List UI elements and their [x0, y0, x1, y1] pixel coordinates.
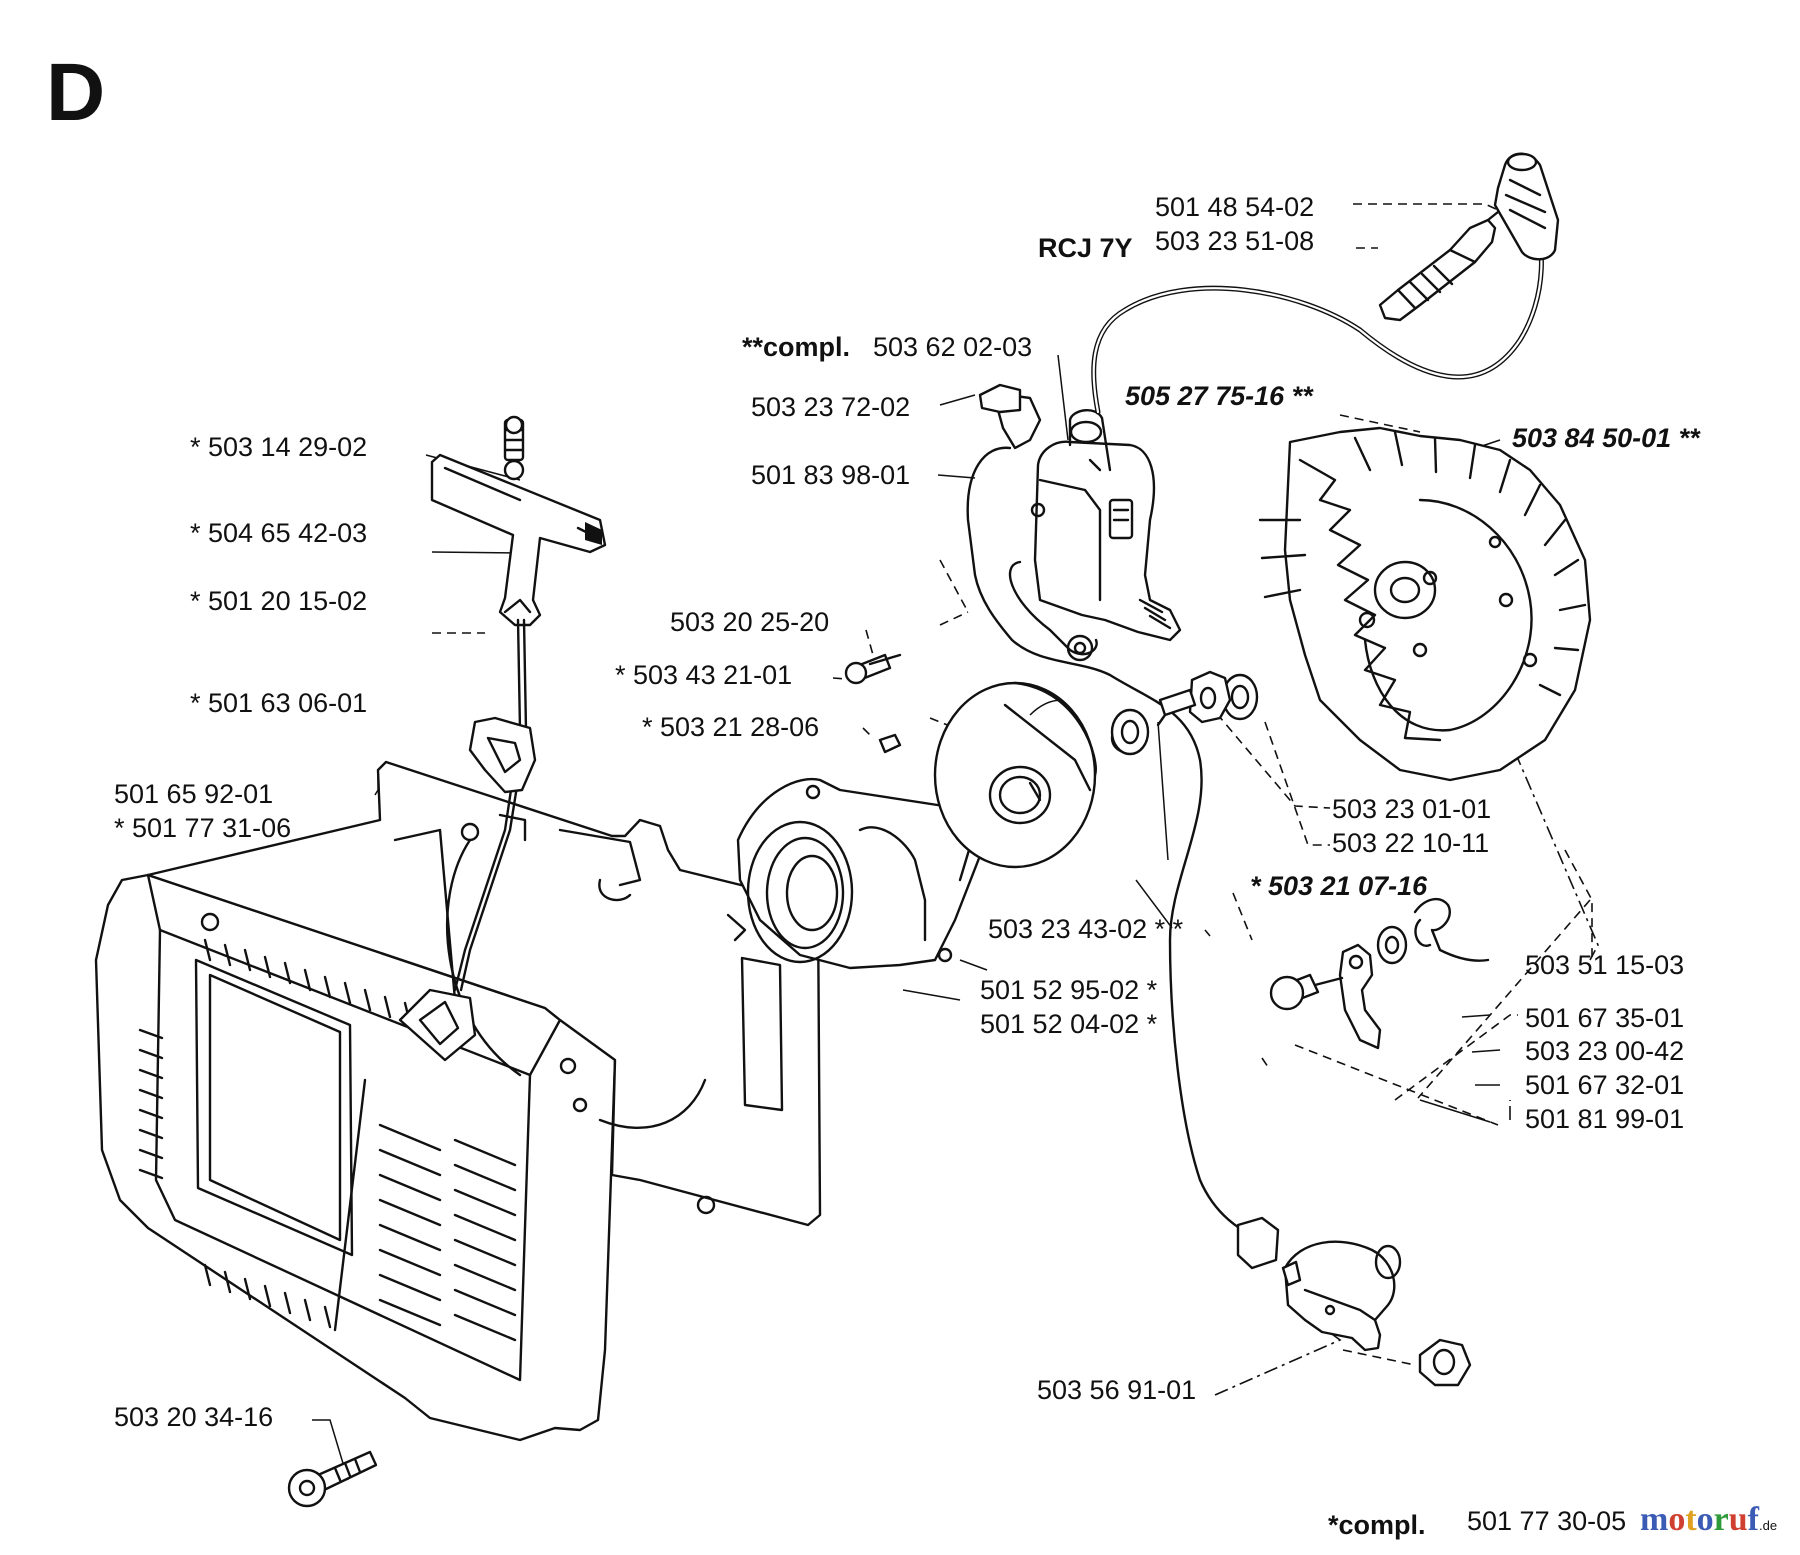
short-circuit-cable — [966, 383, 1280, 1270]
watermark-letter: f — [1747, 1501, 1759, 1538]
label-pawl-screw: 503 23 00-42 — [1525, 1036, 1685, 1066]
center-screws — [844, 653, 902, 754]
label-pawl-spring: 503 51 15-03 — [1525, 950, 1685, 980]
watermark-logo: motoruf.de — [1640, 1503, 1777, 1537]
pawl-parts — [1269, 897, 1490, 1050]
label-starter-screw: * 503 14 29-02 — [190, 432, 368, 462]
section-letter: D — [46, 47, 106, 138]
watermark-letter: o — [1696, 1501, 1714, 1538]
label-ignition-compl: 503 62 02-03 — [873, 332, 1033, 362]
label-pulley-screw: 503 20 25-20 — [670, 607, 830, 637]
watermark-letter: m — [1640, 1501, 1669, 1538]
label-flywheel-washer: 503 22 10-11 — [1332, 828, 1490, 858]
watermark-letter: r — [1713, 1501, 1729, 1538]
label-starter-housing-2: * 501 77 31-06 — [114, 813, 292, 843]
starter-handle-assembly — [398, 415, 607, 1062]
label-hv-cable: 503 84 50-01 ** — [1512, 423, 1700, 453]
starter-cover — [94, 873, 617, 1442]
label-ignition-cable-group: 505 27 75-16 ** — [1125, 381, 1313, 411]
spark-plug — [1378, 210, 1500, 322]
label-pawl-washer: 501 67 32-01 — [1525, 1070, 1685, 1100]
misc-lines — [939, 559, 1063, 716]
watermark-text: motoruf — [1640, 1501, 1759, 1538]
label-short-circuit-cable: 501 83 98-01 — [751, 460, 911, 490]
label-pawl-kit: 501 81 99-01 — [1525, 1104, 1685, 1134]
label-pawl: 501 67 35-01 — [1525, 1003, 1685, 1033]
label-stop-switch: 503 56 91-01 — [1037, 1375, 1197, 1405]
watermark-letter: u — [1728, 1501, 1748, 1538]
starter-pulley — [933, 681, 1142, 869]
label-starter-handle: * 504 65 42-03 — [190, 518, 368, 548]
label-spark-plug-cap: 501 48 54-02 — [1155, 192, 1315, 222]
label-spring-housing: 501 52 04-02 * — [980, 1009, 1158, 1039]
label-footer-prefix: *compl. — [1328, 1510, 1426, 1540]
cover-screw — [287, 1450, 378, 1508]
ignition-module — [1008, 409, 1182, 662]
spark-plug-cap — [1493, 152, 1560, 261]
flywheel-nut-washer — [1110, 670, 1259, 756]
label-starter-housing: 501 65 92-01 — [114, 779, 274, 809]
stop-switch — [1281, 1240, 1472, 1387]
spring-housing — [726, 777, 992, 970]
label-pulley: 503 23 43-02 * * — [988, 914, 1184, 944]
label-screw-small: * 503 21 28-06 — [642, 712, 820, 742]
label-terminal: 503 23 72-02 — [751, 392, 911, 422]
label-spring-cassette: 501 52 95-02 * — [980, 975, 1158, 1005]
label-starter-rope: * 501 63 06-01 — [190, 688, 368, 718]
label-spark-plug-type: RCJ 7Y — [1038, 233, 1133, 263]
label-flywheel-nut: 503 23 01-01 — [1332, 794, 1492, 824]
label-washer: * 503 43 21-01 — [615, 660, 793, 690]
label-rope-guide: * 501 20 15-02 — [190, 586, 368, 616]
watermark-letter: o — [1668, 1501, 1686, 1538]
ignition-cable — [1091, 197, 1544, 415]
label-pawl-bolt: * 503 21 07-16 — [1250, 871, 1428, 901]
label-spark-plug: 503 23 51-08 — [1155, 226, 1315, 256]
label-cover-screw: 503 20 34-16 — [114, 1402, 274, 1432]
label-ignition-compl-prefix: **compl. — [742, 332, 851, 362]
label-footer-number: 501 77 30-05 — [1467, 1506, 1627, 1536]
watermark-suffix: .de — [1759, 1518, 1778, 1533]
flywheel — [1258, 426, 1592, 782]
watermark-letter: t — [1685, 1501, 1697, 1538]
